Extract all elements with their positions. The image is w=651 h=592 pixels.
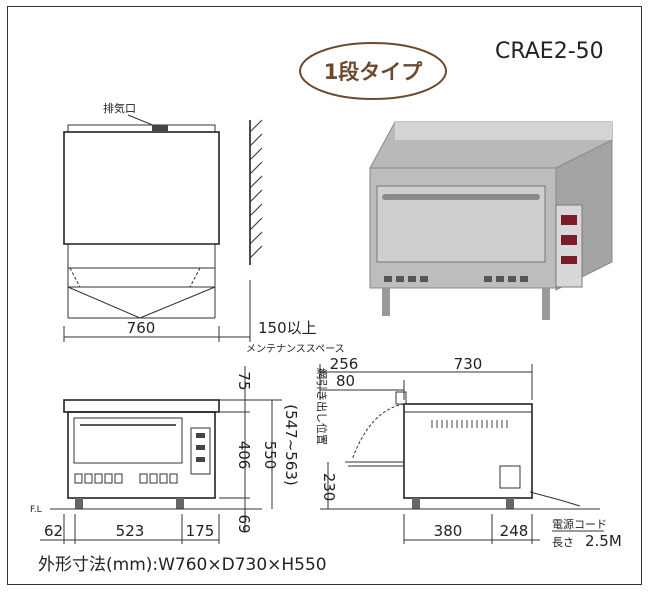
front-view: F.L 75 406 550 (547~563) 69 62 523 175	[30, 366, 300, 544]
type-badge-label: 1段タイプ	[324, 60, 424, 84]
clearance-dim: 150以上	[258, 319, 317, 337]
type-badge: 1段タイプ	[299, 42, 447, 100]
floor-label: F.L	[30, 505, 42, 515]
cord-label: 電源コード	[552, 517, 607, 531]
front-h-body: 406	[235, 441, 253, 470]
front-h-total: 550	[261, 441, 279, 470]
top-width-dim: 760	[127, 319, 156, 337]
front-h-legs: 69	[235, 514, 253, 533]
side-view: 256 730 80 網引き出し位置 230 380 248 電源コード 長さ …	[315, 355, 622, 550]
front-w-right: 175	[186, 522, 215, 540]
side-tray-h: 230	[320, 473, 338, 502]
side-w-rear: 248	[500, 522, 529, 540]
clearance-note: メンテナンススペース	[246, 343, 345, 355]
cord-length: 2.5M	[585, 532, 622, 550]
front-w-left: 62	[44, 522, 63, 540]
overall-dimensions-caption: 外形寸法(mm):W760×D730×H550	[38, 555, 327, 575]
sheet-frame	[7, 6, 642, 585]
side-depth: 730	[454, 355, 483, 373]
front-h-range: (547~563)	[282, 404, 300, 486]
front-w-mid: 523	[116, 522, 145, 540]
product-photo	[369, 121, 613, 320]
model-number: CRAE2-50	[495, 39, 604, 64]
front-h-top: 75	[235, 371, 253, 390]
top-view: 排気口	[63, 101, 345, 355]
side-door-gap: 80	[336, 372, 355, 390]
tray-label: 網引き出し位置	[315, 368, 329, 445]
exhaust-label: 排気口	[103, 101, 136, 115]
side-door-ext: 256	[330, 355, 359, 373]
side-w-front: 380	[434, 522, 463, 540]
cord-length-label: 長さ	[552, 536, 574, 549]
